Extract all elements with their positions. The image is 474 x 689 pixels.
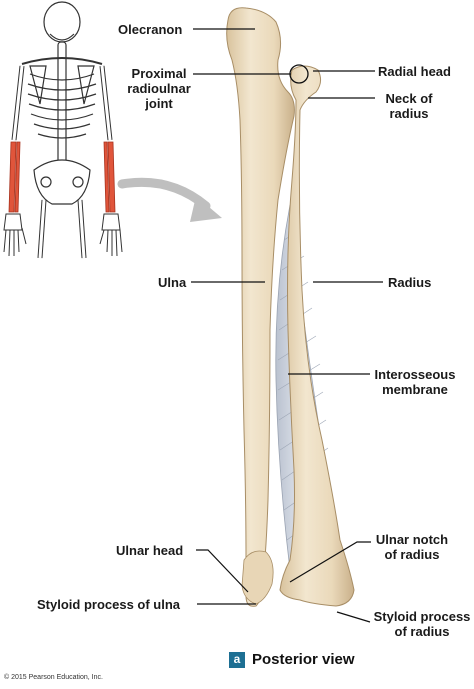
label-ulnar-head: Ulnar head [116,543,184,558]
label-styloid-process-of-radius: Styloid process of radius [370,609,474,639]
label-neck-of-radius-line1: Neck of [385,91,433,106]
label-olecranon: Olecranon [118,22,183,37]
orientation-skeleton-icon [11,1,113,259]
label-styloid-process-of-radius-line2: of radius [394,624,450,639]
label-proximal-radioulnar-joint-line1: Proximal [131,66,187,81]
label-interosseous-membrane: Interosseous membrane [370,367,460,397]
leader-lines [191,28,383,623]
hand-bones-icon [3,213,123,257]
label-styloid-process-of-ulna: Styloid process of ulna [37,597,181,612]
label-neck-of-radius: Neck of radius [378,91,440,121]
label-proximal-radioulnar-joint-line2: radioulnar [127,81,191,96]
view-title: Posterior view [252,651,355,668]
label-proximal-radioulnar-joint-line3: joint [145,96,173,111]
label-interosseous-membrane-line1: Interosseous [374,367,456,382]
label-interosseous-membrane-line2: membrane [382,382,448,397]
panel-letter-badge: a [229,652,245,668]
radius-bone [279,65,355,607]
label-ulna: Ulna [158,275,187,290]
label-ulnar-notch-of-radius: Ulnar notch of radius [372,532,452,562]
label-ulnar-notch-of-radius-line1: Ulnar notch [375,532,449,547]
ulnar-head-bone [241,550,274,605]
forearm-highlight [8,141,116,213]
label-proximal-radioulnar-joint: Proximal radioulnar joint [124,66,194,111]
label-neck-of-radius-line2: radius [389,106,429,121]
label-radial-head: Radial head [378,64,451,79]
copyright-notice: © 2015 Pearson Education, Inc. [4,674,103,681]
label-ulnar-notch-of-radius-line2: of radius [384,547,440,562]
label-styloid-process-of-radius-line1: Styloid process [373,609,471,624]
curved-arrow-icon [117,177,222,222]
label-radius: Radius [388,275,432,290]
